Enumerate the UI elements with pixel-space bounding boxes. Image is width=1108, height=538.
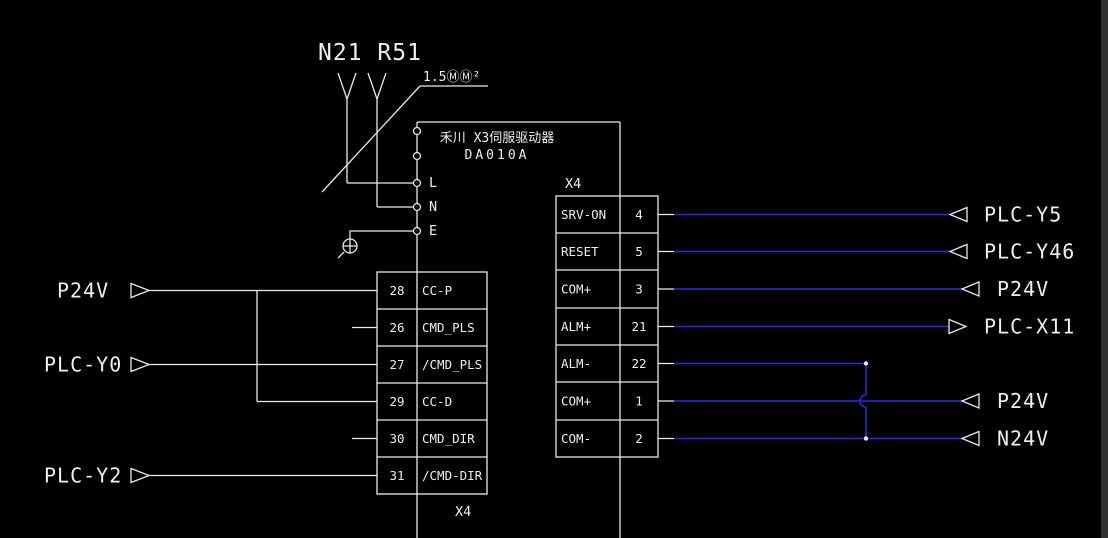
screen-right-edge (1101, 0, 1108, 538)
right-pin-label: RESET (561, 244, 599, 259)
right-signal-wires: PLC-Y5 PLC-Y46 P24V PLC-X11 P24V N24V (658, 203, 1075, 451)
right-pin-label: ALM- (561, 356, 591, 371)
right-table-row-lines (556, 232, 658, 421)
left-pin-label: CC-P (422, 283, 452, 298)
right-pin-label: SRV-ON (561, 207, 606, 222)
left-pin-number: 31 (389, 468, 404, 483)
wire-junction-dot (863, 361, 869, 366)
arrow-left-icon (948, 243, 968, 260)
right-pin-number: 22 (631, 356, 646, 371)
left-signal-wires: P24V PLC-Y0 PLC-Y2 (44, 279, 377, 488)
wire-E (349, 230, 414, 239)
terminal-label-N: N (429, 199, 437, 215)
left-pin-number: 26 (389, 320, 404, 335)
left-pin-number: 28 (389, 283, 404, 298)
arrow-right-icon (130, 467, 151, 484)
pin-stub-marks (352, 326, 377, 440)
arrow-right-icon (948, 318, 968, 335)
target-label-n24v: N24V (997, 427, 1049, 451)
left-pin-label: CC-D (422, 394, 452, 409)
signal-label-p24v: P24V (57, 279, 109, 303)
terminal-circle-N (412, 202, 422, 212)
drive-name-label: 禾川 X3伺服驱动器 (440, 131, 554, 146)
pin-stub-marks (658, 213, 674, 440)
right-pin-label: COM+ (561, 394, 591, 409)
signal-label-plc-y2: PLC-Y2 (44, 464, 122, 488)
terminal-circle (412, 151, 422, 161)
power-input-wires: 1.5ⓂⓂ² (321, 70, 488, 259)
right-pin-number: 2 (635, 431, 643, 446)
disconnect-symbol-right (367, 72, 387, 100)
right-pin-number: 1 (635, 394, 643, 409)
wire-gauge-label: 1.5ⓂⓂ² (423, 70, 480, 85)
drive-model-label: DA010A (465, 148, 530, 163)
left-pin-number: 27 (389, 357, 404, 372)
disconnect-symbol-left (337, 72, 357, 100)
target-label-p24v: P24V (997, 277, 1049, 301)
target-label-plc-y5: PLC-Y5 (984, 203, 1062, 227)
left-connector-name: X4 (455, 504, 471, 520)
right-pin-number: 5 (635, 244, 643, 259)
terminal-circle-E (412, 226, 422, 236)
terminal-circle (412, 126, 422, 136)
wire-N (376, 99, 413, 208)
right-connector-table: X4 SRV-ON 4 RESET 5 COM+ 3 ALM+ 21 ALM- … (555, 176, 659, 458)
arrow-right-icon (130, 356, 151, 373)
circuit-title-label: N21 R51 (318, 40, 422, 66)
right-pin-number: 21 (631, 319, 646, 334)
left-pin-number: 29 (389, 394, 404, 409)
gauge-leader-line (321, 85, 488, 193)
arrow-left-icon (960, 281, 980, 297)
right-pin-number: 3 (635, 282, 643, 297)
left-table-row-lines (377, 308, 487, 458)
servo-drive-block: L N E 禾川 X3伺服驱动器 DA010A (412, 121, 621, 538)
wire-p24v-branch (256, 290, 377, 403)
left-pin-label: CMD_DIR (422, 431, 475, 446)
target-label-plc-y46: PLC-Y46 (984, 240, 1075, 264)
right-connector-name: X4 (565, 176, 581, 192)
arrow-left-icon (960, 393, 980, 409)
target-label-p24v-2: P24V (997, 389, 1049, 413)
arrow-right-icon (130, 282, 151, 299)
arrow-left-icon (948, 206, 968, 223)
right-pin-label: COM+ (561, 282, 591, 297)
earth-ground-icon-detail (337, 239, 357, 259)
right-pin-number: 4 (635, 207, 643, 222)
left-pin-number: 30 (389, 431, 404, 446)
right-pin-label: COM- (561, 431, 591, 446)
right-pin-label: ALM+ (561, 319, 591, 334)
left-pin-label: /CMD_PLS (422, 357, 482, 372)
target-label-plc-x11: PLC-X11 (984, 315, 1075, 339)
left-pin-label: CMD_PLS (422, 320, 475, 335)
signal-label-plc-y0: PLC-Y0 (44, 353, 122, 377)
terminal-label-E: E (429, 223, 437, 239)
wire-alm-minus-drop (859, 363, 867, 439)
wire-junction-dot (863, 436, 869, 441)
left-connector-table: 28 CC-P 26 CMD_PLS 27 /CMD_PLS 29 CC-D 3… (376, 271, 488, 520)
terminal-circle-L (412, 178, 422, 188)
left-pin-label: /CMD-DIR (422, 468, 483, 483)
arrow-left-icon (960, 430, 980, 447)
wire-L (346, 99, 413, 184)
terminal-label-L: L (429, 175, 437, 191)
